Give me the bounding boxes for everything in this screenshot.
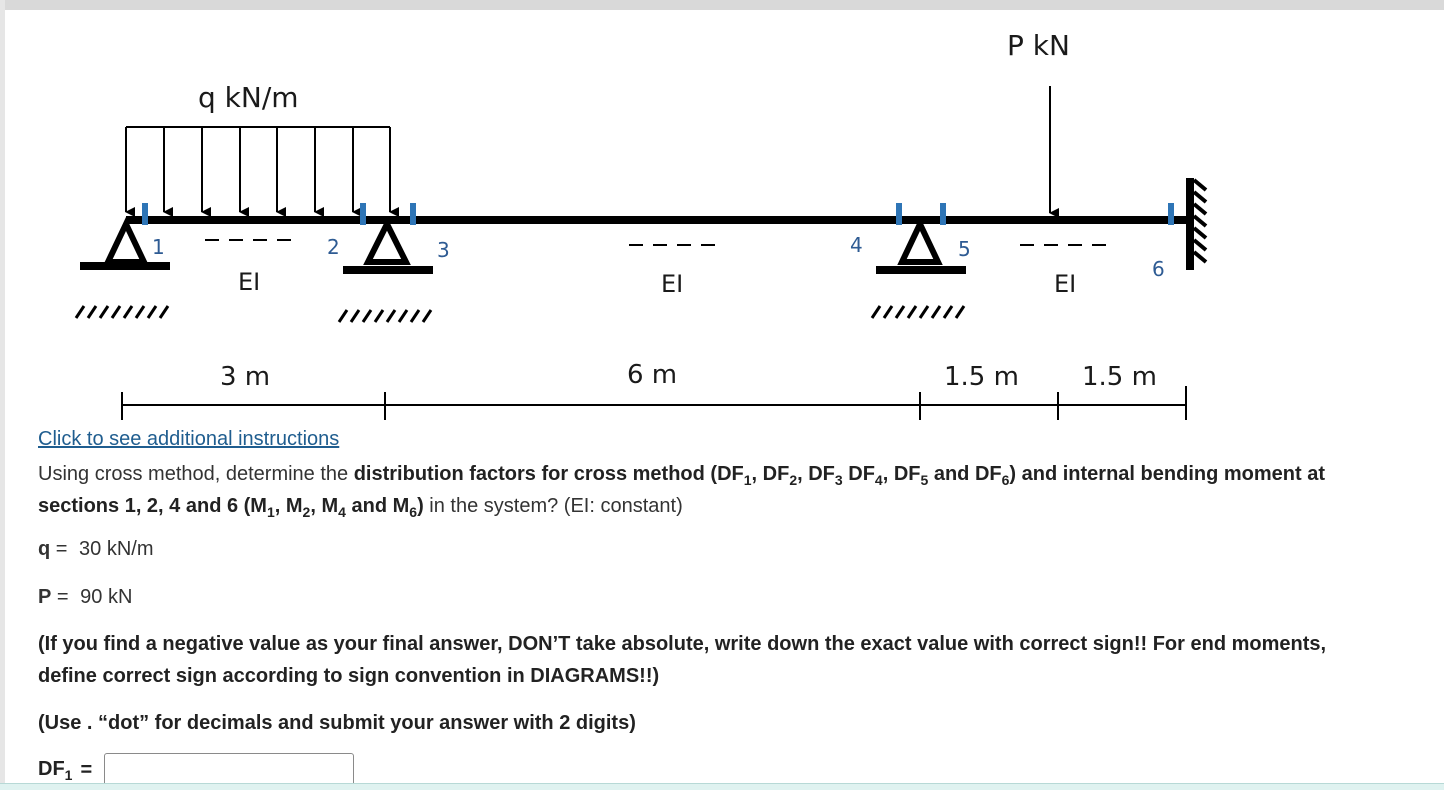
point-load-label: P kN — [1007, 29, 1070, 62]
param-p: P = 90 kN — [38, 586, 132, 609]
param-q: q = 30 kN/m — [38, 538, 154, 561]
node-number-4: 4 — [850, 233, 863, 257]
answer-label: DF1 — [38, 757, 73, 783]
dimension-label-2: 6 m — [627, 360, 677, 390]
fixed-support — [1186, 178, 1208, 270]
beam — [126, 216, 1194, 224]
segment-label-1: EI — [238, 268, 260, 296]
question-bold: distribution factors for cross method (D… — [38, 463, 1325, 520]
node-number-2: 2 — [327, 235, 340, 259]
section-markers — [142, 203, 1174, 225]
dimension-label-1: 3 m — [220, 362, 270, 392]
param-p-label: P — [38, 586, 52, 608]
top-bar — [0, 0, 1444, 10]
pin-support-middle — [337, 217, 433, 323]
dimension-label-4: 1.5 m — [1082, 362, 1157, 392]
question-text: Using cross method, determine the distri… — [38, 463, 1325, 520]
distributed-load-label: q kN/m — [198, 81, 299, 114]
param-q-value: 30 kN/m — [79, 538, 154, 560]
dimension-line — [121, 386, 1187, 420]
answer-equals: = — [80, 758, 93, 781]
node-number-1: 1 — [152, 235, 165, 259]
param-q-equals: = — [55, 538, 68, 560]
dimension-label-3: 1.5 m — [944, 362, 1019, 392]
decimal-note: (Use . “dot” for decimals and submit you… — [38, 712, 636, 734]
answer-row-df1: DF1 = — [38, 753, 355, 787]
pin-support-right — [870, 216, 966, 319]
param-p-equals: = — [56, 586, 69, 608]
dashed-lines — [205, 239, 1108, 246]
node-number-6: 6 — [1152, 257, 1165, 281]
segment-label-3: EI — [1054, 270, 1076, 298]
segment-label-2: EI — [661, 270, 683, 298]
param-p-value: 90 kN — [80, 586, 133, 608]
df1-answer-input[interactable] — [104, 753, 355, 787]
param-q-label: q — [38, 538, 51, 560]
left-edge — [0, 0, 5, 790]
beam-diagram: q kN/m P kN — [74, 29, 1208, 420]
node-number-5: 5 — [958, 237, 971, 261]
additional-instructions-link[interactable]: Click to see additional instructions — [38, 428, 340, 450]
bottom-bar — [0, 783, 1444, 790]
pin-support-left — [74, 216, 170, 319]
sign-note: (If you find a negative value as your fi… — [38, 633, 1327, 687]
distributed-load — [125, 126, 399, 217]
node-number-3: 3 — [437, 238, 450, 262]
